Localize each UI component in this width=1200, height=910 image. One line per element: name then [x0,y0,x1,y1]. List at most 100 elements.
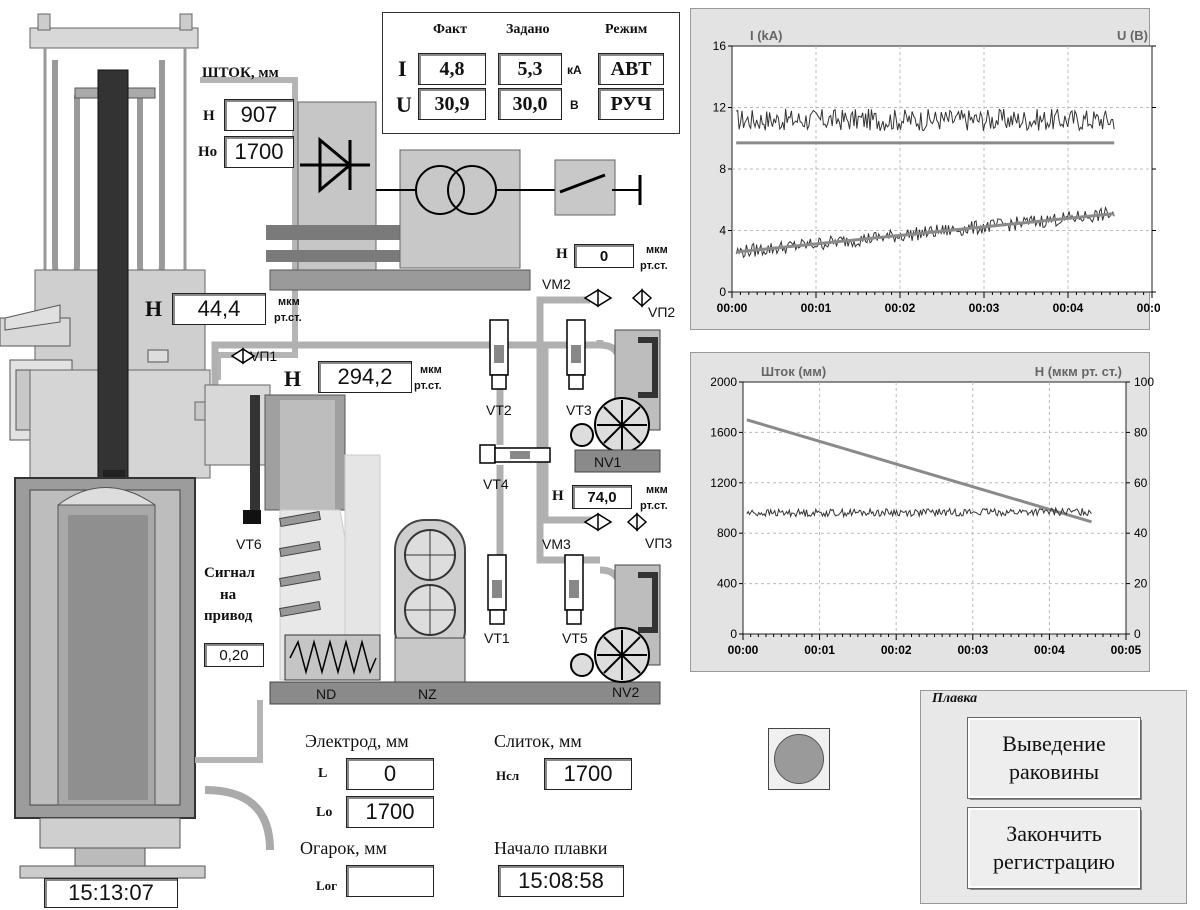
x-tick-label: 00:00 [728,643,759,657]
p3-unit-bottom: рт.ст. [640,260,668,272]
ingot-value: 1700 [544,758,632,790]
p2-label: Н [284,366,302,391]
gauge-vt5: VT5 [562,630,588,646]
p2-unit-bottom: рт.ст. [414,380,442,392]
right-axis-label: Н (мкм рт. ст.) [1035,364,1122,379]
stub-title: Огарок, мм [300,838,387,858]
chart-2: 00:00 00:01 00:02 00:03 00:04 00:05 0 0 400 20 800… [710,364,1154,657]
electrode-l-label: L [318,766,328,781]
valve-vp1[interactable]: VП1 [250,348,278,364]
x-tick-label: 00:02 [885,301,916,315]
x-tick-label: 00:00 [717,301,748,315]
gauge-vt2: VT2 [486,402,512,418]
right-axis-label: U (B) [1117,28,1148,43]
left-axis-label: Шток (мм) [761,364,826,379]
left-tick-label: 400 [717,577,737,591]
right-tick-label: 40 [1134,526,1148,540]
p3-label: Н [556,246,568,262]
plot-area [742,381,1127,635]
current-fact: 4,8 [418,53,486,85]
voltage-set[interactable]: 30,0 [498,88,562,120]
x-tick-label: 00:05 [1137,301,1160,315]
p1-label: Н [145,296,163,321]
gauge-vt1: VT1 [484,630,510,646]
rod-h0-value: 1700 [224,136,294,168]
current-unit: кА [567,63,582,77]
current-set[interactable]: 5,3 [498,53,562,85]
rod-title: ШТОК, мм [202,65,279,81]
x-tick-label: 00:02 [881,643,912,657]
left-tick-label: 16 [713,39,727,53]
clock: 15:13:07 [44,878,178,908]
left-tick-label: 1600 [710,425,737,439]
p1-value: 44,4 [172,293,266,325]
valve-vp2[interactable]: VП2 [648,304,676,320]
signal-label-2: на [220,587,237,603]
left-tick-label: 0 [730,627,737,641]
p2-value: 294,2 [318,361,412,393]
ingot-label: Нсл [496,768,520,783]
chart-1: 00:0000:0100:0200:0300:0400:050184238281… [713,28,1160,315]
stop-recording-button[interactable]: Закончить регистрацию [967,807,1141,889]
shrinkage-removal-button[interactable]: Выведение раковины [967,717,1141,799]
gauge-vt3: VT3 [566,402,592,418]
left-tick-label: 800 [717,526,737,540]
right-tick-label: 100 [1134,375,1154,389]
p2-unit-top: мкм [420,364,442,376]
p4-unit-bottom: рт.ст. [640,500,668,512]
valve-vp3[interactable]: VП3 [645,535,673,551]
series-line-0 [746,418,1092,524]
rod-h-label: Н [203,108,215,124]
rod-h-value: 907 [224,99,294,131]
gauge-vt6: VT6 [236,536,262,552]
pump-nv2[interactable]: NV2 [612,684,640,700]
p4-unit-top: мкм [646,484,668,496]
series-noisy-0 [735,108,1115,132]
valve-vm3[interactable]: VM3 [542,536,571,552]
left-tick-label: 1200 [710,476,737,490]
status-indicator [768,728,830,790]
row-i-label: I [398,56,407,81]
right-tick-label: 80 [1134,425,1148,439]
signal-label-1: Сигнал [204,565,255,581]
x-tick-label: 00:01 [804,643,835,657]
rod-h0-label: Но [198,144,218,160]
x-tick-label: 00:04 [1053,301,1084,315]
start-title: Начало плавки [494,838,608,858]
p3-value: 0 [574,244,634,268]
x-tick-label: 00:04 [1034,643,1065,657]
voltage-mode[interactable]: РУЧ [598,88,664,120]
header-mode: Режим [605,22,648,37]
header-fact: Факт [433,22,467,37]
valve-vm2[interactable]: VM2 [542,276,571,292]
p1-unit-bottom: рт.ст. [274,312,302,324]
electrode-title: Электрод, мм [305,731,409,751]
right-tick-label: 0 [1134,627,1141,641]
voltage-unit: В [570,98,579,112]
pump-nv1[interactable]: NV1 [594,454,622,470]
pump-nd[interactable]: ND [316,686,337,702]
left-tick-label: 8 [719,162,726,176]
ingot-title: Слиток, мм [494,731,582,751]
pump-nz[interactable]: NZ [418,686,437,702]
left-tick-label: 2000 [710,375,737,389]
left-axis-label: I (kA) [750,28,783,43]
electrode-l-value: 0 [346,758,434,790]
right-tick-label: 20 [1134,577,1148,591]
melt-panel-title: Плавка [932,691,978,706]
p3-unit-top: мкм [646,244,668,256]
x-tick-label: 00:05 [1111,643,1142,657]
left-tick-label: 0 [719,285,726,299]
furnace-scheme [0,13,661,879]
stub-value [346,865,434,897]
left-tick-label: 12 [713,101,727,115]
right-tick-label: 60 [1134,476,1148,490]
signal-label-3: привод [204,608,253,624]
row-u-label: U [396,92,412,117]
current-mode[interactable]: АВТ [598,53,664,85]
header-set: Задано [506,22,550,37]
p4-value: 74,0 [572,485,632,509]
x-tick-label: 00:03 [957,643,988,657]
signal-value: 0,20 [204,643,264,667]
p4-label: Н [552,488,564,504]
